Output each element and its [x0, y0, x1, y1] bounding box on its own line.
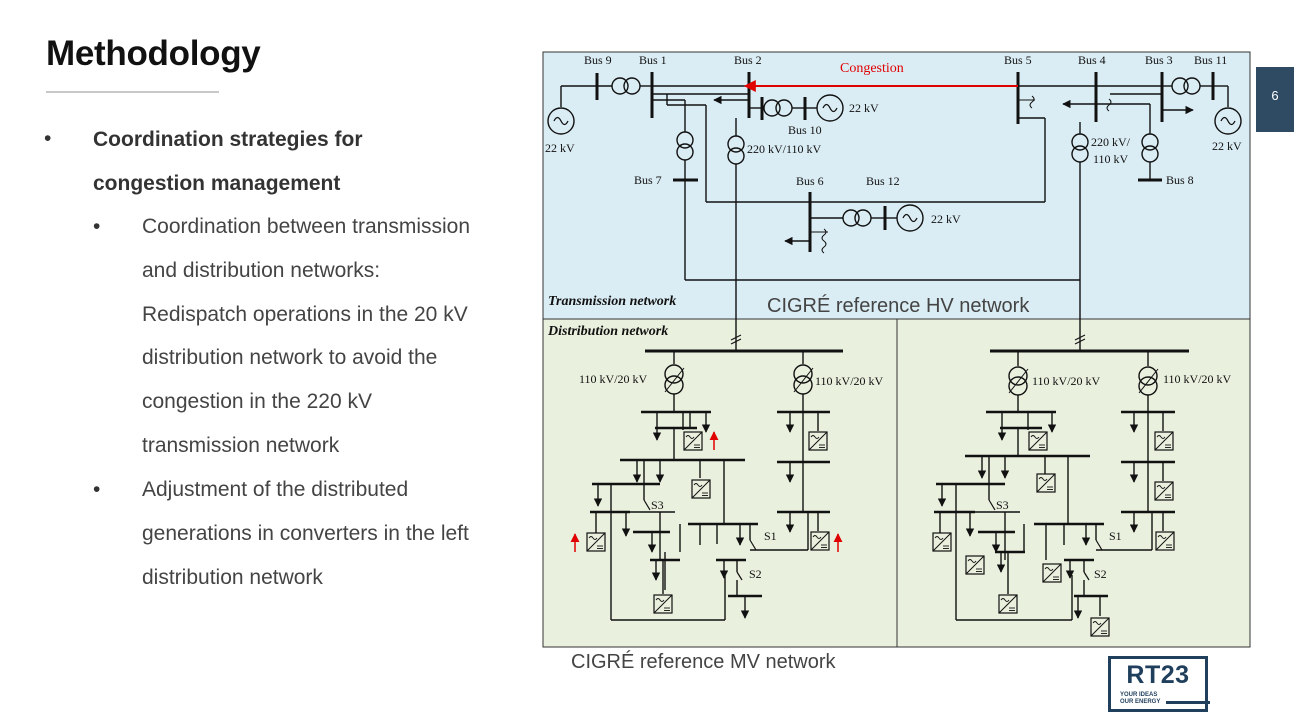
congestion-label: Congestion: [840, 61, 904, 76]
distribution-network-label: Distribution network: [547, 324, 668, 339]
network-diagram: Bus 9 Bus 1 Bus 2 Bus 5 Bus 4 Bus 3 Bus …: [542, 51, 1251, 648]
voltage-label: 110 kV/20 kV: [1163, 372, 1232, 386]
voltage-label: 22 kV: [545, 141, 575, 155]
bullet-line: Redispatch operations in the 20 kV: [142, 302, 468, 326]
bullet-line: generations in converters in the left: [142, 521, 469, 545]
hv-network-caption: CIGRÉ reference HV network: [767, 294, 1030, 317]
logo-tagline-line: OUR ENERGY: [1120, 699, 1161, 705]
bullet-marker: •: [44, 127, 52, 150]
right-feeder: [934, 334, 1189, 621]
transmission-network-label: Transmission network: [548, 294, 676, 309]
bus-label: Bus 4: [1078, 53, 1106, 67]
sub-bullet-marker: •: [93, 215, 101, 238]
bus-label: Bus 5: [1004, 53, 1032, 67]
voltage-label: 220 kV/110 kV: [747, 142, 822, 156]
transmission-area: [542, 51, 1251, 320]
logo-bar: [1166, 701, 1210, 704]
bus-label: Bus 10: [788, 123, 822, 137]
voltage-label: 22 kV: [1212, 139, 1242, 153]
switch-label: S3: [996, 498, 1009, 512]
switch-label: S3: [651, 498, 664, 512]
bullet-line: transmission network: [142, 433, 340, 457]
voltage-label: 22 kV: [849, 101, 879, 115]
sub-bullet-coordination: Coordination between transmission and di…: [142, 205, 542, 468]
switch-label: S1: [764, 529, 777, 543]
voltage-label: 110 kV: [1093, 152, 1129, 166]
bus-label: Bus 7: [634, 173, 662, 187]
logo-text: RT23: [1126, 661, 1190, 689]
left-feeder: [590, 334, 843, 621]
voltage-label: 22 kV: [931, 212, 961, 226]
bus-label: Bus 3: [1145, 53, 1173, 67]
switch-label: S2: [1094, 567, 1107, 581]
bullet-line: distribution network to avoid the: [142, 346, 438, 370]
red-adjust-arrows: [570, 431, 843, 552]
sub-bullet-adjustment: Adjustment of the distributed generation…: [142, 468, 542, 599]
bullet-line: congestion management: [93, 172, 341, 195]
bus-label: Bus 9: [584, 53, 612, 67]
bus-label: Bus 6: [796, 174, 824, 188]
voltage-label: 220 kV/: [1091, 135, 1131, 149]
sub-bullet-marker: •: [93, 478, 101, 501]
voltage-label: 110 kV/20 kV: [1032, 374, 1101, 388]
bus-label: Bus 1: [639, 53, 667, 67]
logo-tagline: YOUR IDEAS OUR ENERGY: [1120, 692, 1160, 706]
bullet-line: Coordination between transmission: [142, 215, 471, 238]
slide-title: Methodology: [46, 34, 261, 73]
voltage-label: 110 kV/20 kV: [815, 374, 884, 388]
bullet-line: Coordination strategies for: [93, 128, 363, 151]
switch-label: S1: [1109, 529, 1122, 543]
bus-label: Bus 12: [866, 174, 900, 188]
bullet-line: Adjustment of the distributed: [142, 478, 409, 501]
mv-network-caption: CIGRÉ reference MV network: [571, 651, 836, 673]
voltage-label: 110 kV/20 kV: [579, 372, 648, 386]
logo-tagline-line: YOUR IDEAS: [1120, 692, 1158, 698]
title-underline: [46, 91, 219, 93]
bullet-line: and distribution networks:: [142, 258, 381, 282]
bullet-coordination-strategies: Coordination strategies for congestion m…: [93, 118, 513, 206]
page-number: 6: [1256, 67, 1294, 132]
bus-label: Bus 11: [1194, 53, 1227, 67]
bus-label: Bus 2: [734, 53, 762, 67]
bullet-line: congestion in the 220 kV: [142, 390, 372, 414]
bullet-line: distribution network: [142, 565, 323, 589]
switch-label: S2: [749, 567, 762, 581]
bus-label: Bus 8: [1166, 173, 1194, 187]
rt23-logo: RT23 YOUR IDEAS OUR ENERGY: [1108, 656, 1210, 712]
